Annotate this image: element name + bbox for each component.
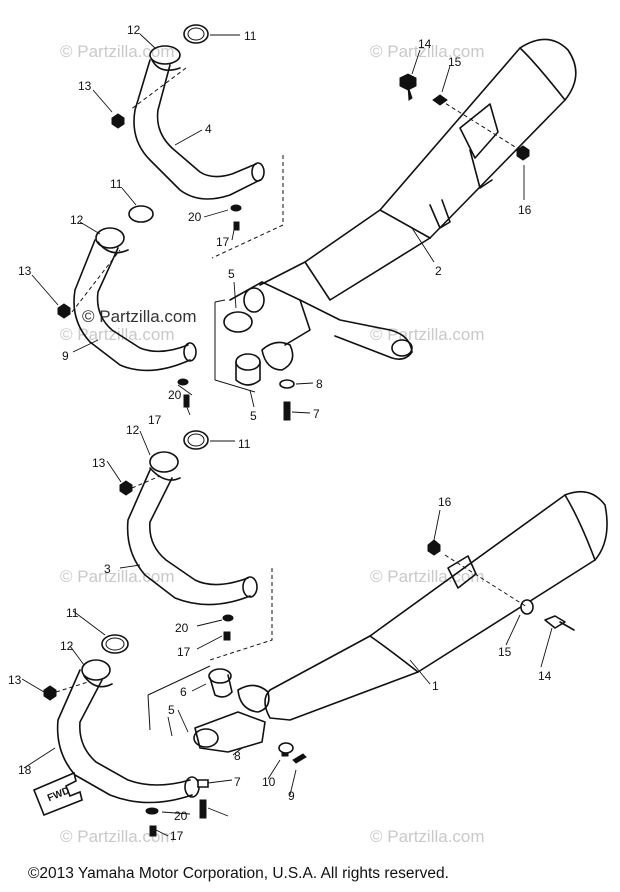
- leader-lines: [21, 33, 553, 837]
- callout-1: 1: [432, 679, 439, 693]
- watermark: © Partzilla.com: [60, 567, 175, 586]
- callout-12: 12: [126, 423, 140, 437]
- callout-7: 7: [313, 407, 320, 421]
- callout-5: 5: [228, 267, 235, 281]
- callout-labels: 12 11 13 4 20 17 14 15 16 11 12 13 2 5 9…: [8, 23, 552, 843]
- callout-14: 14: [418, 37, 432, 51]
- watermark: © Partzilla.com: [370, 325, 485, 344]
- callout-16: 16: [438, 495, 452, 509]
- callout-9: 9: [62, 349, 69, 363]
- muffler-upper: [259, 38, 577, 360]
- callout-11: 11: [238, 437, 251, 451]
- callout-4: 4: [205, 122, 212, 136]
- watermark: © Partzilla.com: [60, 827, 175, 846]
- forward-arrow: FWD: [32, 771, 83, 817]
- callout-12: 12: [127, 23, 141, 37]
- watermark: © Partzilla.com: [60, 42, 175, 61]
- fasteners-upper: [177, 73, 530, 421]
- callout-13: 13: [78, 79, 92, 93]
- callout-15: 15: [498, 645, 512, 659]
- callout-11: 11: [110, 177, 123, 191]
- muffler-lower: [264, 490, 608, 721]
- callout-17: 17: [170, 829, 184, 843]
- callout-13: 13: [8, 673, 22, 687]
- callout-20: 20: [188, 210, 202, 224]
- pipe-9: [57, 205, 197, 372]
- pipe-3: [119, 430, 273, 661]
- callout-12: 12: [70, 213, 84, 227]
- callout-8: 8: [316, 377, 323, 391]
- callout-17: 17: [177, 645, 191, 659]
- callout-3: 3: [104, 562, 111, 576]
- callout-10: 10: [262, 775, 276, 789]
- joint-upper: [214, 281, 311, 393]
- callout-17: 17: [148, 413, 162, 427]
- callout-2: 2: [435, 264, 442, 278]
- joint-lower: [147, 665, 307, 764]
- watermark: © Partzilla.com: [370, 42, 485, 61]
- callout-14: 14: [538, 669, 552, 683]
- watermark: © Partzilla.com: [370, 827, 485, 846]
- callout-17: 17: [216, 235, 230, 249]
- callout-6: 6: [180, 685, 187, 699]
- callout-5: 5: [168, 703, 175, 717]
- callout-16: 16: [518, 203, 532, 217]
- watermark: © Partzilla.com: [60, 325, 175, 344]
- callout-12: 12: [60, 639, 74, 653]
- callout-15: 15: [448, 55, 462, 69]
- callout-5: 5: [250, 409, 257, 423]
- callout-7: 7: [234, 775, 241, 789]
- watermark-center: © Partzilla.com: [82, 307, 197, 326]
- callout-11: 11: [244, 29, 257, 43]
- callout-13: 13: [92, 456, 106, 470]
- copyright-notice: ©2013 Yamaha Motor Corporation, U.S.A. A…: [28, 865, 449, 882]
- callout-13: 13: [18, 264, 32, 278]
- callout-11: 11: [66, 606, 79, 620]
- callout-18: 18: [18, 763, 32, 777]
- callout-20: 20: [175, 621, 189, 635]
- fasteners-lower: [145, 614, 234, 837]
- pipe-18: [43, 634, 200, 804]
- watermark: © Partzilla.com: [370, 567, 485, 586]
- callout-8: 8: [234, 749, 241, 763]
- callout-20: 20: [168, 388, 182, 402]
- pipe-4: [111, 24, 284, 259]
- callout-9: 9: [288, 789, 295, 803]
- callout-20: 20: [174, 809, 188, 823]
